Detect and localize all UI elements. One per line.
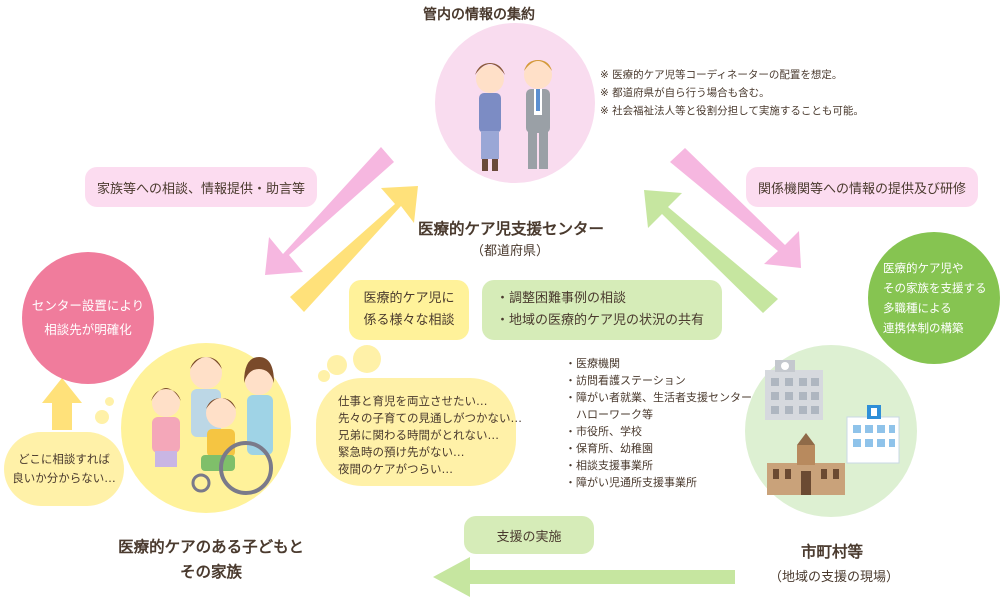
tag-share-line: ・調整困難事例の相談 [496, 291, 627, 306]
cloud-dot [95, 410, 109, 424]
green-circle-line: その家族を支援する [883, 281, 987, 295]
center-note: ※ 医療的ケア児等コーディネーターの配置を想定。 [600, 69, 843, 81]
center-top-label: 管内の情報の集約 [423, 7, 535, 23]
worry-item: 緊急時の預け先がない… [338, 445, 465, 459]
pink-circle-line: センター設置により [31, 298, 145, 313]
agency-item: ・相談支援事業所 [565, 459, 653, 472]
tag-consult-line: 係る様々な相談 [363, 313, 455, 328]
agency-item: ・障がい者就業、生活者支援センター、 [565, 391, 763, 404]
left-cloud-line: 良いか分からない… [12, 471, 116, 485]
cloud-dot [105, 397, 114, 406]
cloud-dot [353, 345, 381, 373]
family-title: 医療的ケアのある子どもと その家族 [106, 535, 316, 585]
tag-share: ・調整困難事例の相談 ・地域の医療的ケア児の状況の共有 [482, 280, 722, 340]
municipality-circle [745, 345, 917, 517]
green-circle-line: 多職種による [883, 301, 952, 315]
family-circle [121, 343, 291, 513]
worries-list: 仕事と育児を両立させたい… 先々の子育ての見通しがつかない… 兄弟に関わる時間が… [338, 393, 522, 478]
arrow-yellow-to-center [290, 186, 418, 312]
tag-to-family: 家族等への相談、情報提供・助言等 [85, 167, 317, 207]
arrow-green-to-center [644, 190, 778, 313]
agency-item: ・訪問看護ステーション [565, 374, 686, 387]
arrow-pink-to-municipality [670, 148, 801, 268]
agency-item: ・保育所、幼稚園 [565, 442, 653, 455]
agency-item: ・市役所、学校 [565, 425, 642, 438]
municipality-title: 市町村等 [801, 543, 864, 561]
worry-item: 夜間のケアがつらい… [338, 462, 453, 476]
green-circle-line: 医療的ケア児や [883, 261, 964, 275]
worry-item: 兄弟に関わる時間がとれない… [338, 428, 499, 442]
worry-item: 仕事と育児を両立させたい… [338, 394, 488, 408]
worry-item: 先々の子育ての見通しがつかない… [338, 411, 522, 425]
center-notes: ※ 医療的ケア児等コーディネーターの配置を想定。 ※ 都道府県が自ら行う場合も含… [600, 66, 864, 120]
buildings-illustration [765, 360, 900, 495]
center-note: ※ 社会福祉法人等と役割分担して実施することも可能。 [600, 105, 864, 117]
family-illustration [151, 357, 274, 495]
arrow-green-support [433, 557, 735, 597]
municipality-subtitle: （地域の支援の現場） [769, 570, 900, 585]
cloud-dot [327, 355, 347, 375]
staff-illustration [475, 60, 552, 171]
tag-consult: 医療的ケア児に 係る様々な相談 [349, 280, 469, 340]
arrow-yellow-up [42, 378, 82, 430]
agency-item: ・医療機関 [565, 357, 620, 370]
green-network-circle: 医療的ケア児や その家族を支援する 多職種による 連携体制の構築 [868, 232, 1000, 364]
tag-consult-line: 医療的ケア児に [363, 291, 455, 306]
center-circle [435, 23, 595, 183]
pink-circle-line: 相談先が明確化 [44, 322, 132, 337]
green-circle-line: 連携体制の構築 [883, 321, 964, 335]
family-title-line: その家族 [179, 563, 242, 581]
pink-result-circle: センター設置により 相談先が明確化 [22, 252, 154, 384]
tag-share-line: ・地域の医療的ケア児の状況の共有 [496, 313, 705, 328]
left-thought-cloud: どこに相談すれば 良いか分からない… [4, 432, 124, 506]
agencies-list: ・医療機関 ・訪問看護ステーション ・障がい者就業、生活者支援センター、 ハロー… [565, 355, 763, 491]
arrow-pink-to-family [265, 147, 394, 275]
left-cloud-line: どこに相談すれば [18, 452, 110, 466]
agency-item: ハローワーク等 [565, 408, 653, 421]
family-title-line: 医療的ケアのある子どもと [118, 538, 304, 556]
tag-to-agencies: 関係機関等への情報の提供及び研修 [746, 167, 978, 207]
tag-support: 支援の実施 [464, 516, 594, 554]
center-subtitle: （都道府県） [471, 244, 550, 259]
cloud-dot [318, 370, 330, 382]
worries-cloud [316, 378, 516, 486]
agency-item: ・障がい児通所支援事業所 [565, 476, 697, 489]
center-note: ※ 都道府県が自ら行う場合も含む。 [600, 87, 770, 99]
center-title: 医療的ケア児支援センター [418, 220, 605, 238]
